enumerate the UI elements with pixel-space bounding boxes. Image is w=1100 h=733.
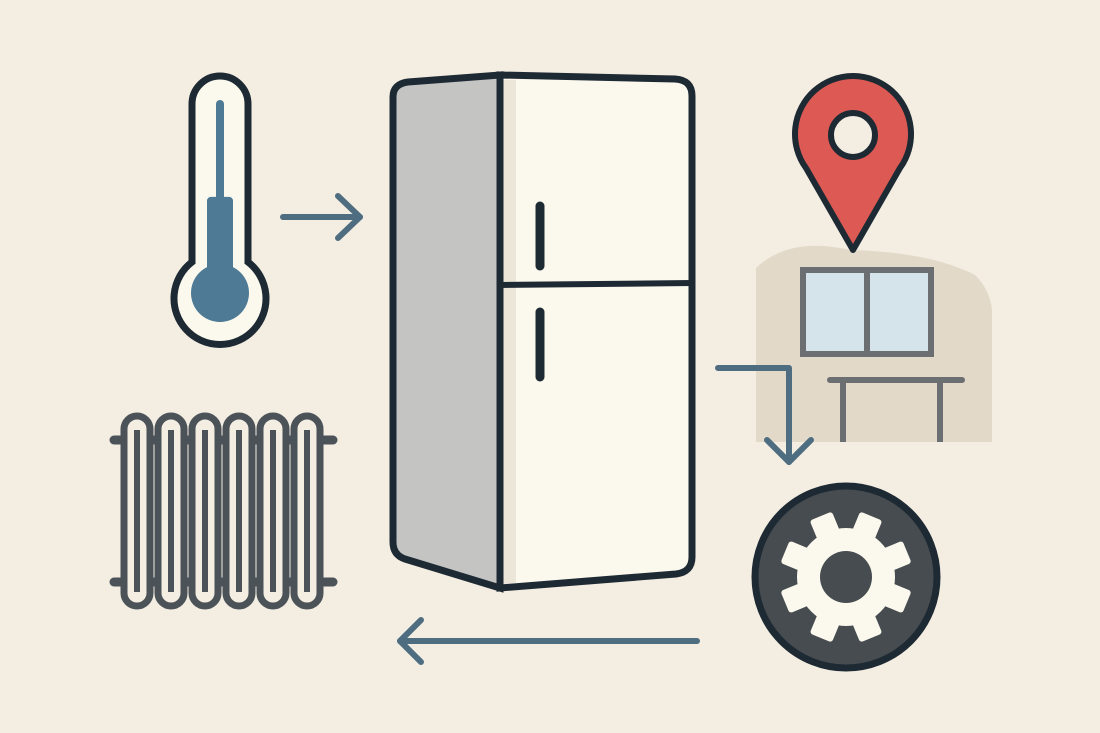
thermometer-icon: [170, 72, 270, 348]
thermometer-bulb: [191, 264, 249, 322]
refrigerator-icon: [389, 71, 696, 593]
refrigerator-front: [496, 71, 696, 592]
arrow-right: [280, 193, 363, 241]
radiator-fins: [120, 412, 324, 610]
pin-hole: [828, 110, 878, 160]
room-window-table-icon: [756, 245, 992, 442]
freezer-divider: [499, 280, 693, 288]
arrow-left: [397, 617, 700, 665]
arrow-down: [715, 365, 814, 465]
radiator-icon: [109, 412, 338, 610]
location-pin-icon: [792, 73, 914, 253]
refrigerator-edge-shade: [503, 80, 516, 584]
pin-body: [792, 73, 914, 253]
gear-hub: [820, 551, 872, 603]
gear-icon: [751, 482, 941, 672]
refrigerator-side: [389, 71, 504, 593]
